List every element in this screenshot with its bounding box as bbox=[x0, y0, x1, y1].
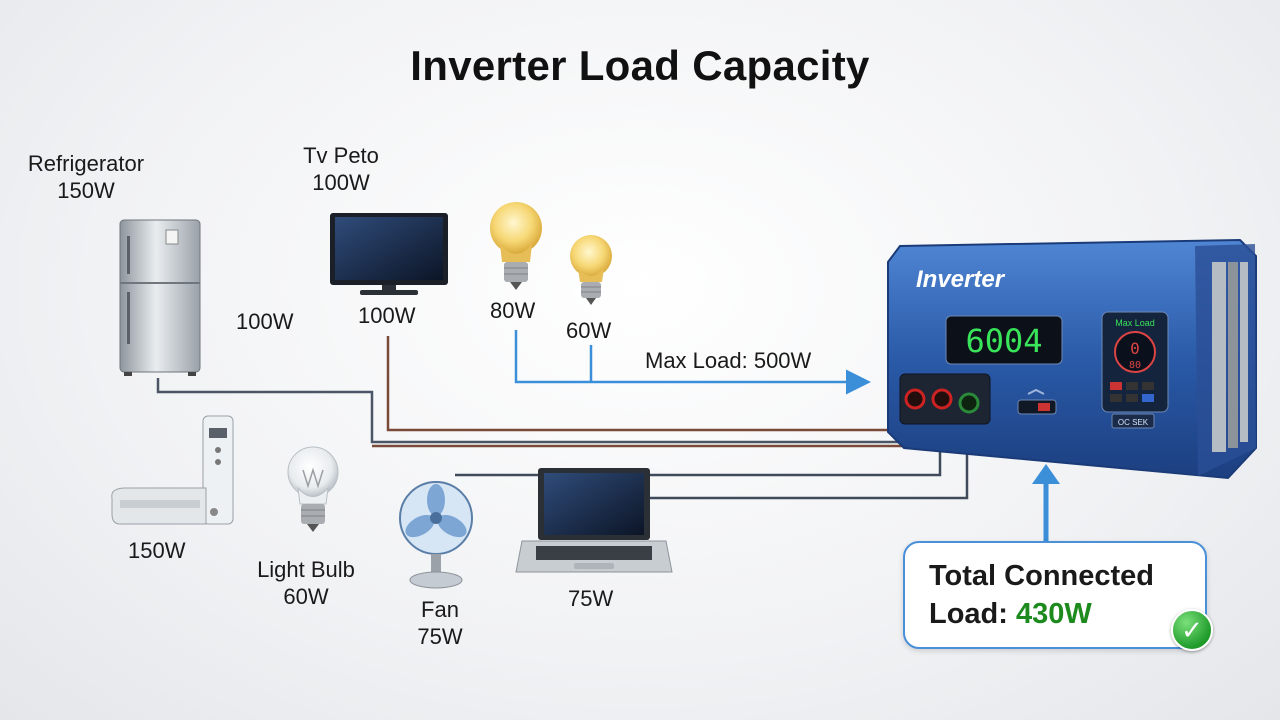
light-bulb-watts: 60W bbox=[283, 584, 329, 609]
refrigerator-name: Refrigerator bbox=[27, 151, 145, 176]
wire-bulbs bbox=[514, 330, 871, 395]
total-load-line2: Load: 430W bbox=[929, 595, 1154, 633]
wire-brown-2 bbox=[372, 404, 942, 448]
inverter-brand-label: Inverter bbox=[916, 266, 1006, 293]
inverter-unit bbox=[887, 238, 1257, 480]
fan-name: Fan bbox=[421, 597, 459, 622]
result-arrow-head bbox=[1032, 464, 1060, 484]
tv-watts-below: 100W bbox=[358, 303, 416, 328]
refrigerator-label: Refrigerator 150W bbox=[16, 150, 156, 204]
total-load-box: Total Connected Load: 430W ✓ bbox=[903, 541, 1213, 651]
wire-refrigerator bbox=[156, 378, 920, 444]
side-panel-label: Max Load bbox=[1115, 318, 1155, 328]
fan-label: Fan 75W bbox=[406, 596, 474, 650]
light-bulb-label: Light Bulb 60W bbox=[240, 556, 372, 610]
socket-red-2 bbox=[931, 388, 953, 410]
socket-red-1 bbox=[904, 388, 926, 410]
light-bulb-icon bbox=[287, 446, 339, 532]
bulb-small-watts: 60W bbox=[566, 318, 612, 343]
laptop-watts: 75W bbox=[568, 586, 614, 611]
refrigerator-watts: 150W bbox=[57, 178, 115, 203]
max-load-label: Max Load: 500W bbox=[645, 348, 812, 373]
appliance-lower-icon bbox=[111, 415, 234, 525]
fan-watts: 75W bbox=[417, 624, 463, 649]
fan-icon bbox=[399, 481, 473, 589]
side-panel-digit: 0 bbox=[1130, 339, 1140, 358]
main-display bbox=[945, 315, 1063, 365]
power-switch bbox=[1017, 399, 1057, 415]
inverter-bottom-tag: OC SEK bbox=[1118, 418, 1149, 427]
tv-icon bbox=[330, 213, 448, 295]
heat-sink-fins bbox=[1212, 262, 1248, 452]
refrigerator-icon bbox=[119, 219, 201, 376]
tv-label: Tv Peto 100W bbox=[286, 142, 396, 196]
side-panel-small: 80 bbox=[1129, 360, 1141, 371]
floating-watts-label: 100W bbox=[236, 309, 294, 334]
tv-watts: 100W bbox=[312, 170, 370, 195]
tv-name: Tv Peto bbox=[303, 143, 379, 168]
socket-green bbox=[958, 392, 980, 414]
wire-fan bbox=[455, 404, 942, 477]
total-load-text: Total Connected Load: 430W bbox=[929, 557, 1154, 633]
laptop-icon bbox=[515, 468, 673, 573]
appliance-lower-watts: 150W bbox=[128, 538, 186, 563]
total-load-value: 430W bbox=[1016, 598, 1092, 630]
bulb-small-icon bbox=[570, 235, 612, 305]
total-load-prefix: Load: bbox=[929, 598, 1016, 630]
bulb-large-watts: 80W bbox=[490, 298, 536, 323]
light-bulb-name: Light Bulb bbox=[257, 557, 355, 582]
check-circle-icon: ✓ bbox=[1171, 609, 1213, 651]
bulb-large-icon bbox=[490, 202, 542, 290]
inverter-display-reading: 6004 bbox=[965, 322, 1042, 360]
page-title: Inverter Load Capacity bbox=[410, 42, 870, 89]
total-load-line1: Total Connected bbox=[929, 560, 1155, 592]
